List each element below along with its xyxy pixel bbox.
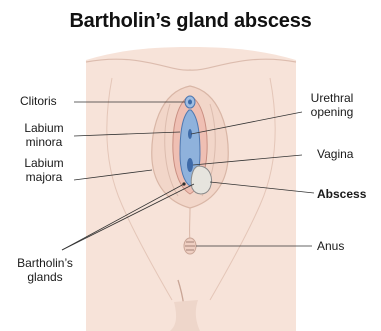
- label-bartholins-glands-line1: Bartholin’s: [10, 256, 80, 270]
- label-bartholins-glands: Bartholin’s glands: [10, 256, 80, 284]
- label-labium-majora-line2: majora: [14, 170, 74, 184]
- diagram-title: Bartholin’s gland abscess: [0, 10, 381, 33]
- label-anus: Anus: [317, 239, 344, 253]
- abscess-shape: [191, 166, 211, 194]
- label-labium-minora-line1: Labium: [14, 121, 74, 135]
- label-urethral-opening: Urethral opening: [300, 91, 364, 119]
- label-labium-majora-line1: Labium: [14, 156, 74, 170]
- label-vagina: Vagina: [317, 147, 353, 161]
- clitoris-glans: [188, 100, 192, 105]
- label-labium-minora-line2: minora: [14, 135, 74, 149]
- label-labium-majora: Labium majora: [14, 156, 74, 184]
- label-abscess: Abscess: [317, 187, 366, 201]
- vagina-shape: [187, 158, 193, 172]
- label-urethral-opening-line1: Urethral: [300, 91, 364, 105]
- label-bartholins-glands-line2: glands: [10, 270, 80, 284]
- label-clitoris: Clitoris: [20, 94, 57, 108]
- label-urethral-opening-line2: opening: [300, 105, 364, 119]
- label-labium-minora: Labium minora: [14, 121, 74, 149]
